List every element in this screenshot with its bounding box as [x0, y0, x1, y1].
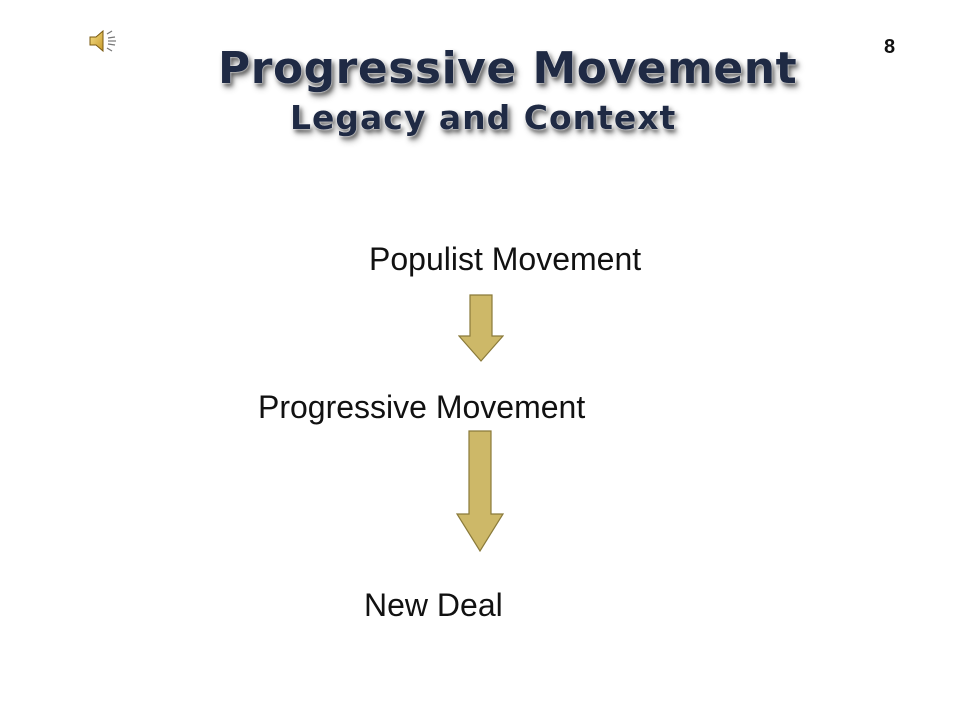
arrow-down-icon	[456, 430, 504, 552]
slide-subtitle: Legacy and Context	[290, 98, 677, 137]
arrow-down-icon	[458, 294, 504, 362]
flow-step-progressive: Progressive Movement	[258, 389, 586, 425]
speaker-icon[interactable]	[88, 28, 122, 54]
flow-step-populist: Populist Movement	[369, 241, 642, 277]
slide-title: Progressive Movement	[218, 43, 798, 94]
slide-number: 8	[884, 36, 896, 58]
flow-step-new-deal: New Deal	[364, 587, 503, 623]
